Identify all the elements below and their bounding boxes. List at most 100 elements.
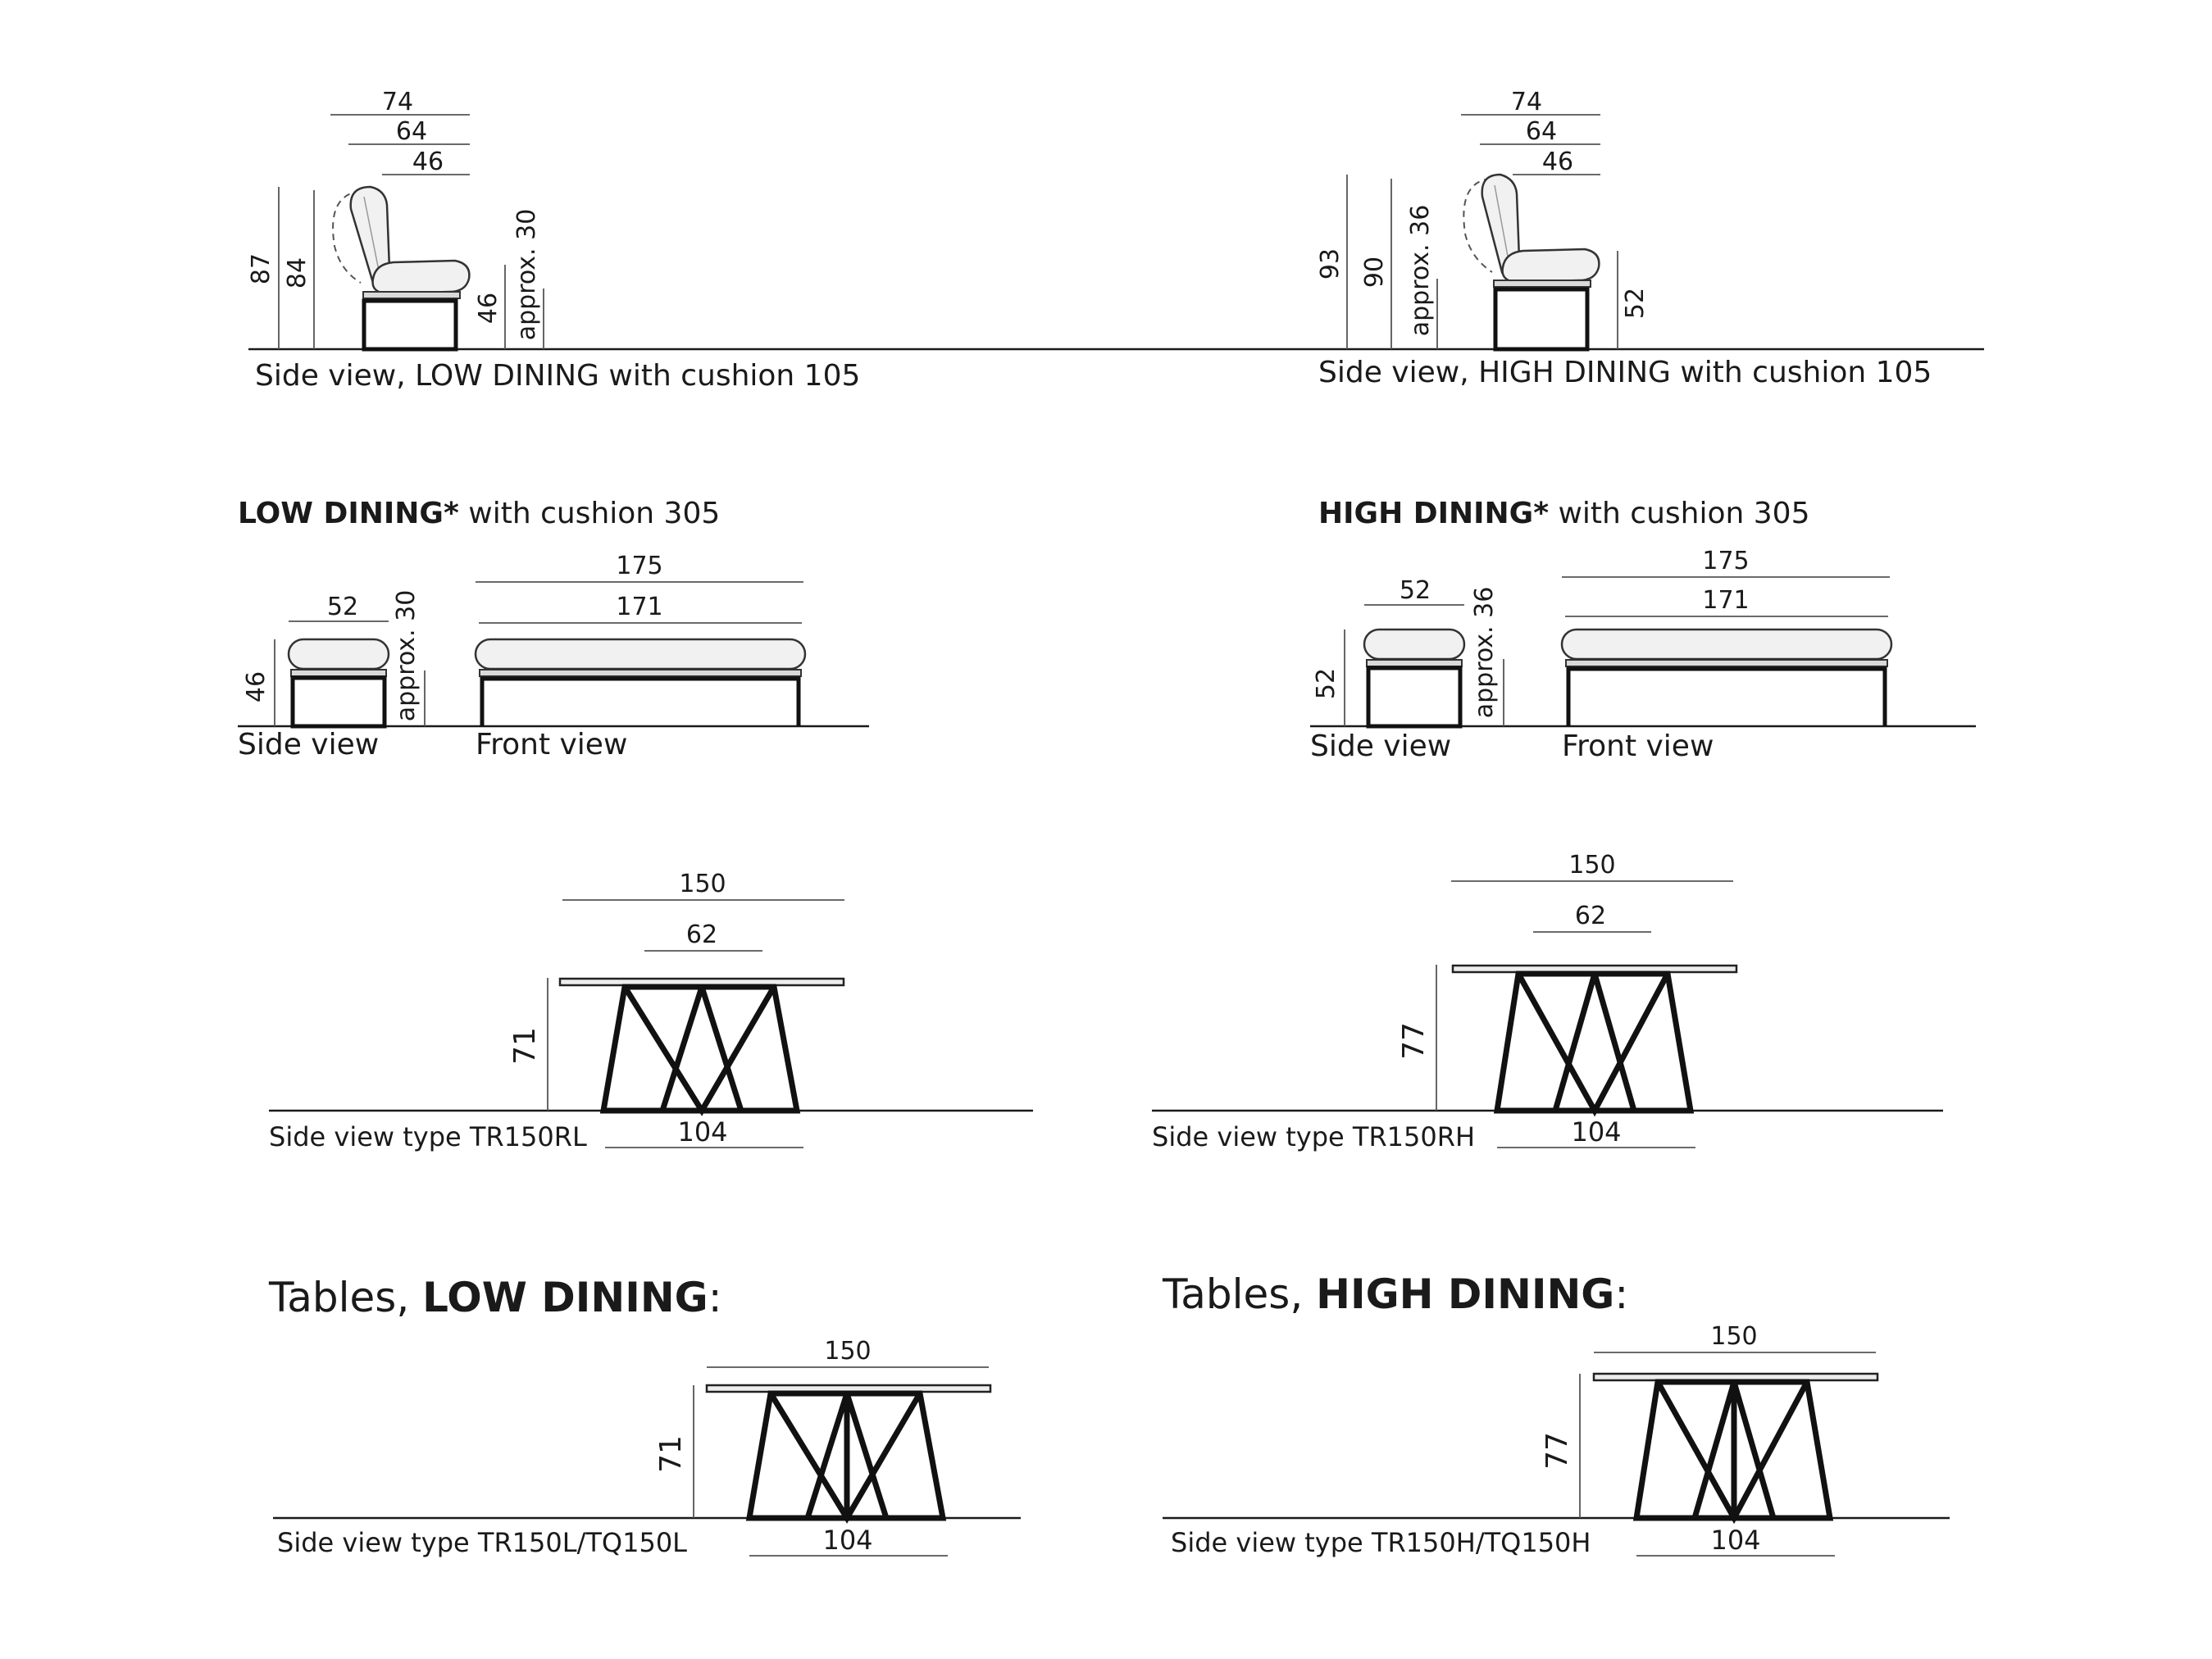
dim-62: 62 — [686, 920, 717, 949]
table-base-x2 — [1691, 1381, 1777, 1519]
back-cushion — [349, 185, 391, 285]
title-low-bench: LOW DINING* with cushion 305 — [238, 497, 720, 530]
caption-tr150h: Side view type TR150H/TQ150H — [1171, 1527, 1591, 1558]
recline-arc — [332, 190, 362, 284]
table-base-frame — [745, 1390, 947, 1521]
high-bench-side-view: 52 52 approx. 36 — [1312, 576, 1504, 729]
bench-cushion — [1560, 628, 1893, 661]
caption-tr150rh: Side view type TR150RH — [1152, 1121, 1475, 1152]
chair-frame — [362, 298, 458, 352]
dim-52: 52 — [327, 593, 358, 621]
chair-frame — [1493, 287, 1590, 352]
caption-low-side: Side view, LOW DINING with cushion 105 — [255, 359, 860, 393]
high-chair-side-view: 74 64 46 93 90 approx. 36 52 — [1316, 88, 1650, 352]
dim-171: 171 — [1702, 586, 1749, 615]
table-base-x1 — [1515, 972, 1671, 1117]
dim-46: 46 — [242, 671, 271, 702]
dim-approx36: approx. 36 — [1470, 587, 1499, 719]
bench-plate — [479, 669, 802, 677]
dim-46: 46 — [1542, 148, 1573, 176]
bench-frame — [1366, 666, 1463, 729]
caption-low-bench-front: Front view — [476, 728, 627, 761]
title-tables-high: Tables, HIGH DINING: — [1162, 1270, 1628, 1318]
dim-52: 52 — [1400, 576, 1431, 605]
dim-74: 74 — [1511, 88, 1542, 116]
dim-87: 87 — [247, 253, 275, 284]
table-base-frame — [1632, 1379, 1834, 1521]
table-base-x2 — [1552, 973, 1637, 1111]
low-bench-side-view: 52 46 approx. 30 — [242, 590, 426, 729]
dim-71: 71 — [654, 1435, 688, 1473]
recline-arc — [1463, 178, 1493, 273]
bench-plate — [1366, 659, 1463, 667]
title-tables-low-bold: LOW DINING — [422, 1274, 708, 1321]
dim-150: 150 — [1710, 1322, 1757, 1351]
dim-175: 175 — [616, 552, 662, 580]
dim-52: 52 — [1621, 288, 1650, 319]
dim-46: 46 — [412, 148, 444, 176]
table-tr150h: 150 77 104 — [1163, 1322, 1950, 1557]
bench-plate — [1565, 659, 1888, 667]
dim-104: 104 — [677, 1116, 727, 1148]
table-base-x2 — [804, 1392, 890, 1520]
dim-77: 77 — [1397, 1022, 1431, 1060]
caption-low-bench-side: Side view — [238, 728, 379, 761]
dim-52-height: 52 — [1312, 668, 1340, 699]
seat-plate — [1493, 280, 1591, 288]
dim-approx30: approx. 30 — [512, 209, 541, 341]
bench-cushion — [474, 638, 807, 670]
dim-104: 104 — [1571, 1116, 1621, 1148]
back-cushion — [1481, 173, 1521, 275]
bench-frame — [290, 675, 387, 729]
dim-150: 150 — [679, 870, 726, 898]
title-tables-high-pre: Tables, — [1162, 1270, 1316, 1318]
caption-tr150l: Side view type TR150L/TQ150L — [277, 1527, 687, 1558]
dim-71: 71 — [508, 1027, 542, 1065]
dim-171: 171 — [616, 593, 662, 621]
dim-64: 64 — [1526, 117, 1557, 146]
low-chair-side-view: 74 64 46 87 84 46 approx. 30 — [247, 88, 544, 352]
bench-cushion — [1363, 628, 1466, 661]
bench-frame — [1566, 666, 1887, 726]
caption-high-bench-side: Side view — [1310, 730, 1451, 763]
title-tables-high-bold: HIGH DINING — [1316, 1270, 1614, 1318]
seat-cushion — [371, 259, 471, 295]
title-low-bench-bold: LOW DINING* — [238, 497, 459, 530]
title-high-bench-bold: HIGH DINING* — [1318, 497, 1549, 530]
back-seam — [363, 196, 380, 271]
table-base-frame — [599, 984, 801, 1114]
seat-cushion — [1501, 248, 1600, 284]
seat-plate — [362, 291, 461, 299]
bench-frame — [480, 676, 801, 726]
table-tr150rh: 150 62 77 104 — [1152, 851, 1943, 1148]
high-bench-front-view: 175 171 — [1560, 547, 1893, 726]
dim-77: 77 — [1541, 1432, 1574, 1470]
caption-high-side: Side view, HIGH DINING with cushion 105 — [1318, 356, 1932, 389]
dim-150: 150 — [824, 1337, 871, 1366]
dim-104: 104 — [1710, 1525, 1760, 1556]
table-tr150l: 150 71 104 — [273, 1337, 1021, 1557]
title-tables-high-post: : — [1614, 1270, 1628, 1318]
title-high-bench: HIGH DINING* with cushion 305 — [1318, 497, 1810, 530]
dim-150: 150 — [1568, 851, 1615, 879]
dim-104: 104 — [822, 1525, 872, 1556]
caption-tr150rl: Side view type TR150RL — [269, 1121, 587, 1152]
dim-74: 74 — [382, 88, 413, 116]
table-tr150rl: 150 62 71 104 — [269, 870, 1033, 1148]
bench-cushion — [287, 638, 390, 670]
dim-62: 62 — [1575, 902, 1606, 930]
title-tables-low: Tables, LOW DINING: — [268, 1274, 722, 1321]
title-tables-low-post: : — [708, 1274, 722, 1321]
dim-175: 175 — [1702, 547, 1749, 575]
table-base-frame — [1493, 970, 1695, 1114]
title-low-bench-rest: with cushion 305 — [459, 497, 720, 530]
low-bench-front-view: 175 171 — [474, 552, 807, 726]
bench-plate — [290, 669, 387, 677]
back-seam — [1494, 184, 1509, 261]
dim-64: 64 — [396, 117, 427, 146]
caption-high-bench-front: Front view — [1562, 730, 1714, 763]
title-tables-low-pre: Tables, — [268, 1274, 422, 1321]
table-base-x1 — [622, 985, 777, 1116]
dim-46-height: 46 — [474, 293, 503, 324]
